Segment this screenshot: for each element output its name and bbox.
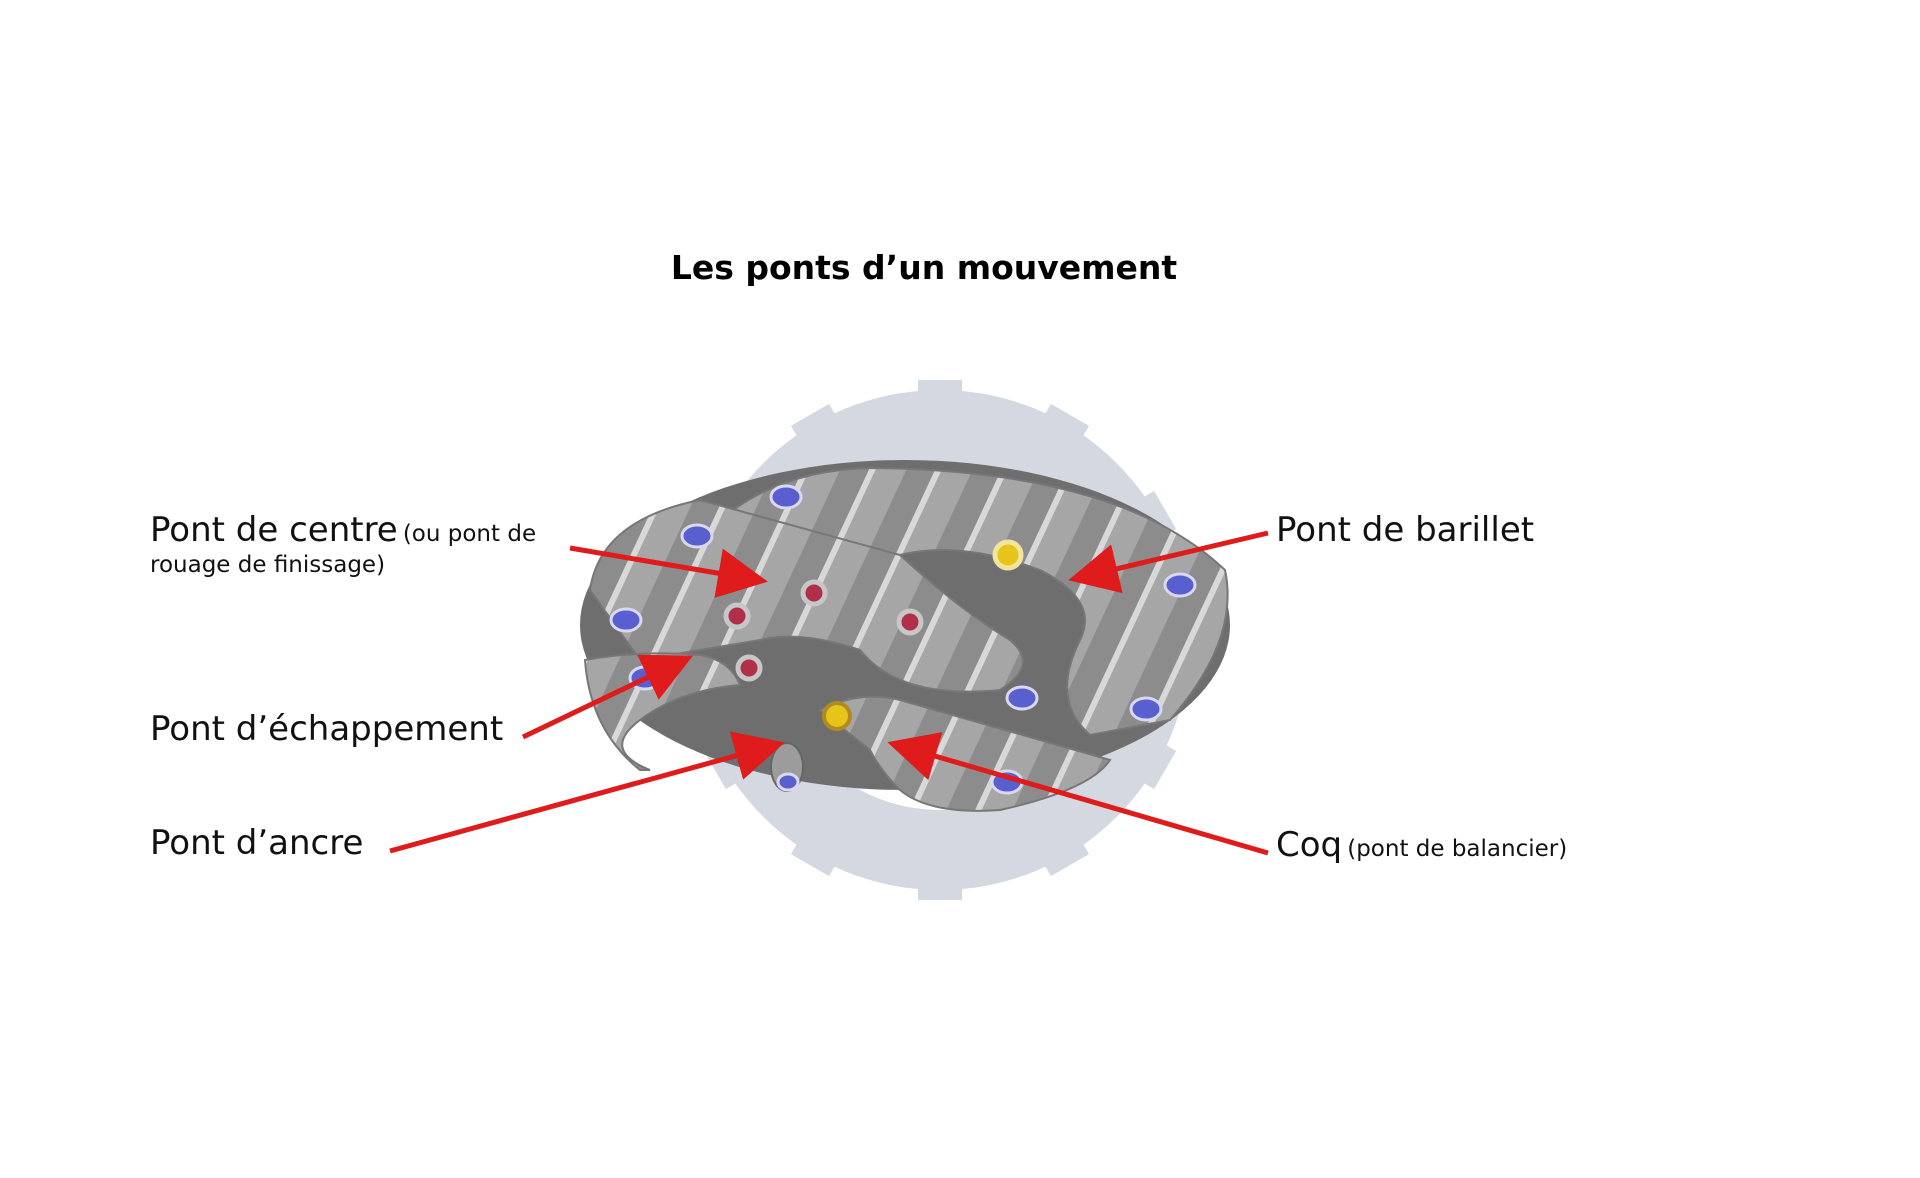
pont-echappement-shape [583,652,742,771]
label-pont-de-centre-text: Pont de centre [150,510,398,550]
label-pont-de-centre: Pont de centre (ou pont de [150,510,536,550]
barillet-jewel [992,539,1024,571]
label-pont-de-centre-note: (ou pont de [402,521,537,547]
jewels [723,579,924,682]
arrow-pont-ancre [389,731,785,854]
arrow-pont-echappement [521,654,694,740]
pont-de-barillet-shape [717,466,1229,737]
callout-arrows [389,530,1269,856]
arrow-coq [887,732,1269,856]
movement-plate [580,460,1230,812]
label-pont-de-barillet: Pont de barillet [1276,510,1535,550]
label-pont-echappement: Pont d’échappement [150,709,504,749]
label-coq-text: Coq [1276,825,1343,865]
label-coq: Coq (pont de balancier) [1276,825,1567,865]
label-pont-de-centre-note-line2: rouage de finissage) [150,552,386,578]
arrow-pont-centre [569,545,768,598]
coq-jewel [822,701,852,731]
coq-shape [818,695,1112,812]
arrow-pont-barillet [1068,530,1269,594]
page-title: Les ponts d’un mouvement [670,248,1178,287]
label-pont-ancre: Pont d’ancre [150,823,364,863]
label-coq-note: (pont de balancier) [1347,836,1568,862]
